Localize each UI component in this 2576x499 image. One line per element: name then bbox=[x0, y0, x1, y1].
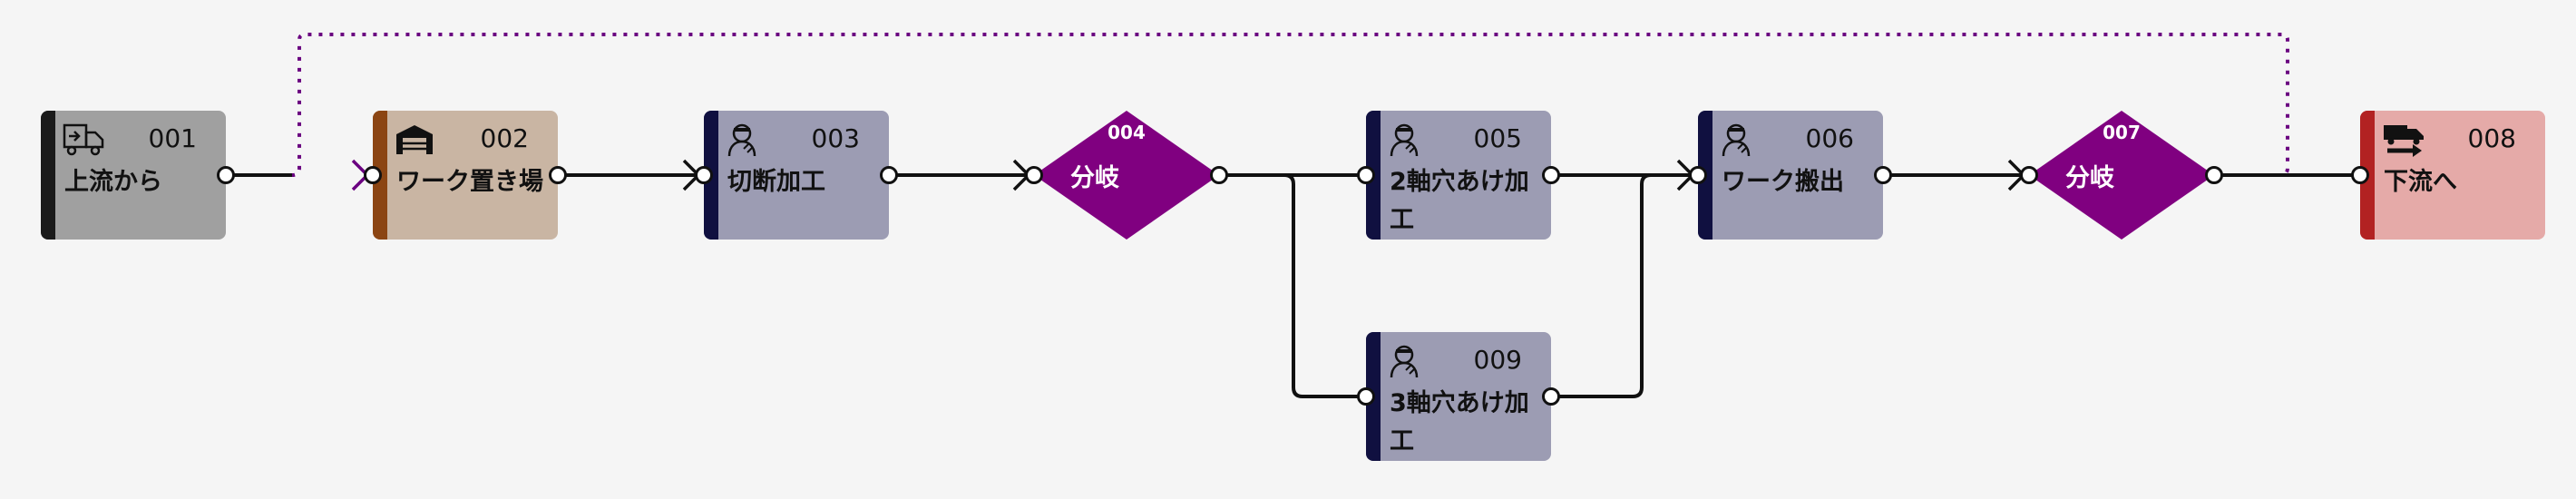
output-port[interactable] bbox=[549, 166, 567, 184]
output-port[interactable] bbox=[217, 166, 235, 184]
branch-id: 004 bbox=[1107, 122, 1146, 143]
node-id: 008 bbox=[2467, 123, 2516, 153]
process-node-005[interactable]: 005 2軸穴あけ加工 bbox=[1366, 111, 1551, 240]
branch-node-007[interactable]: 007 分岐 bbox=[2029, 111, 2214, 240]
node-label: ワーク置き場 bbox=[396, 168, 543, 196]
input-port[interactable] bbox=[1357, 387, 1375, 406]
node-id: 006 bbox=[1805, 123, 1854, 153]
input-port[interactable] bbox=[2020, 166, 2038, 184]
node-label: 切断加工 bbox=[727, 168, 825, 196]
output-port[interactable] bbox=[1542, 387, 1560, 406]
truck-unload-icon bbox=[63, 123, 104, 156]
worker-icon bbox=[1722, 123, 1751, 157]
input-port[interactable] bbox=[1689, 166, 1707, 184]
process-node-008[interactable]: 008 下流へ bbox=[2360, 111, 2545, 240]
branch-label: 分岐 bbox=[1070, 164, 1119, 192]
node-accent-bar bbox=[41, 111, 55, 240]
worker-icon bbox=[727, 123, 756, 157]
output-port[interactable] bbox=[1874, 166, 1892, 184]
output-port[interactable] bbox=[2205, 166, 2223, 184]
process-node-009[interactable]: 009 3軸穴あけ加工 bbox=[1366, 332, 1551, 461]
edge-004-009 bbox=[1219, 173, 1366, 398]
node-label: ワーク搬出 bbox=[1722, 168, 1844, 196]
branch-node-004[interactable]: 004 分岐 bbox=[1034, 111, 1219, 240]
node-label: 2軸穴あけ加工 bbox=[1390, 168, 1529, 234]
branch-label: 分岐 bbox=[2065, 164, 2114, 192]
node-id: 005 bbox=[1473, 123, 1522, 153]
process-node-006[interactable]: 006 ワーク搬出 bbox=[1698, 111, 1883, 240]
warehouse-icon bbox=[396, 125, 433, 154]
process-node-001[interactable]: 001 上流から bbox=[41, 111, 226, 240]
output-port[interactable] bbox=[880, 166, 898, 184]
node-id: 001 bbox=[148, 123, 197, 153]
feedback-edge bbox=[226, 33, 2289, 177]
input-port[interactable] bbox=[1357, 166, 1375, 184]
output-port[interactable] bbox=[1210, 166, 1228, 184]
node-id: 002 bbox=[480, 123, 529, 153]
worker-icon bbox=[1390, 345, 1419, 378]
node-label: 3軸穴あけ加工 bbox=[1390, 389, 1529, 455]
branch-diamond-shape bbox=[1034, 111, 1219, 240]
input-port[interactable] bbox=[695, 166, 713, 184]
branch-id: 007 bbox=[2103, 122, 2141, 143]
output-port[interactable] bbox=[1542, 166, 1560, 184]
input-port[interactable] bbox=[364, 166, 382, 184]
worker-icon bbox=[1390, 123, 1419, 157]
branch-diamond-shape bbox=[2029, 111, 2214, 240]
process-node-003[interactable]: 003 切断加工 bbox=[704, 111, 889, 240]
input-port[interactable] bbox=[2351, 166, 2369, 184]
node-label: 上流から bbox=[64, 168, 162, 196]
input-port[interactable] bbox=[1025, 166, 1043, 184]
node-id: 003 bbox=[811, 123, 860, 153]
node-label: 下流へ bbox=[2384, 168, 2457, 196]
truck-ship-icon bbox=[2384, 125, 2424, 157]
process-node-002[interactable]: 002 ワーク置き場 bbox=[373, 111, 558, 240]
node-id: 009 bbox=[1473, 345, 1522, 375]
edge-009-006 bbox=[1551, 173, 1698, 398]
